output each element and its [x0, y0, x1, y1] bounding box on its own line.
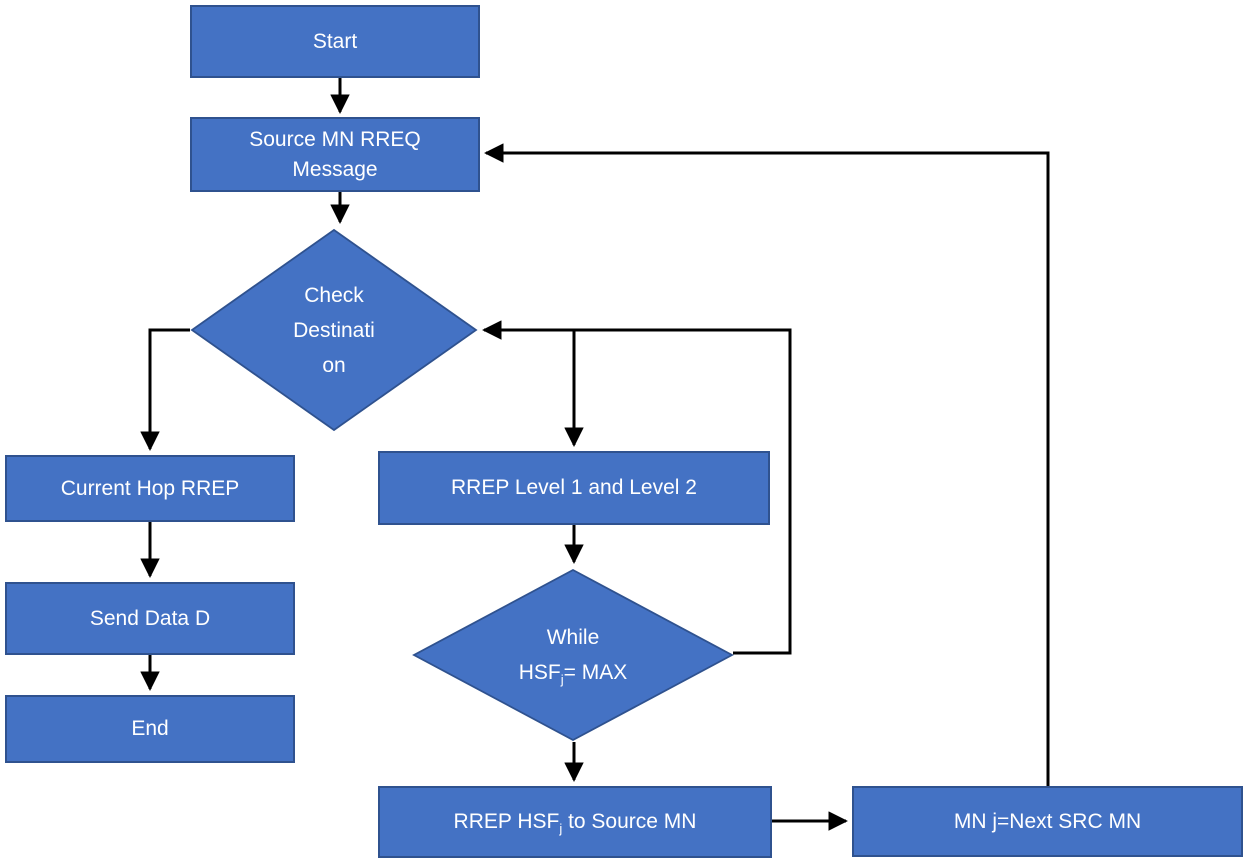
- node-source-mn-rreq-line1: Source MN RREQ: [249, 127, 421, 151]
- node-check-destination-line1: Check: [304, 283, 364, 307]
- node-start-label: Start: [312, 29, 358, 53]
- subscript-j: j: [560, 672, 564, 688]
- node-source-mn-rreq: Source MN RREQ Message: [190, 117, 480, 192]
- node-check-destination: Check Destinati on: [190, 228, 478, 432]
- node-end: End: [5, 695, 295, 763]
- diamond-shape: [412, 568, 734, 742]
- node-end-label: End: [131, 717, 169, 740]
- subscript-j: j: [559, 821, 563, 837]
- connector-check-destination-to-current-hop: [140, 328, 190, 451]
- connector-while-loop-to-check-destination: [482, 320, 792, 655]
- node-rrep-hsf-source: RREP HSFj to Source MN: [378, 786, 772, 858]
- node-current-hop-rrep: Current Hop RREP: [5, 455, 295, 522]
- node-while-hsf-line2: HSFj= MAX: [518, 661, 628, 688]
- node-rrep-levels-label: RREP Level 1 and Level 2: [451, 476, 697, 499]
- diamond-shape: [190, 228, 478, 432]
- node-source-mn-rreq-line2: Message: [292, 157, 378, 181]
- node-mn-next: MN j=Next SRC MN: [852, 786, 1243, 857]
- node-check-destination-line3: on: [322, 353, 346, 377]
- node-rrep-hsf-source-label: RREP HSFj to Source MN: [453, 810, 697, 837]
- node-mn-next-label: MN j=Next SRC MN: [953, 809, 1142, 833]
- node-start: Start: [190, 5, 480, 78]
- node-check-destination-line2: Destinati: [293, 318, 375, 342]
- node-send-data-label: Send Data D: [89, 606, 211, 630]
- node-while-hsf-line1: While: [546, 626, 600, 649]
- node-send-data: Send Data D: [5, 582, 295, 655]
- connector-mn-next-to-source: [484, 143, 1050, 786]
- node-while-hsf: While HSFj= MAX: [412, 568, 734, 742]
- node-rrep-levels: RREP Level 1 and Level 2: [378, 451, 770, 525]
- node-current-hop-rrep-label: Current Hop RREP: [60, 476, 240, 500]
